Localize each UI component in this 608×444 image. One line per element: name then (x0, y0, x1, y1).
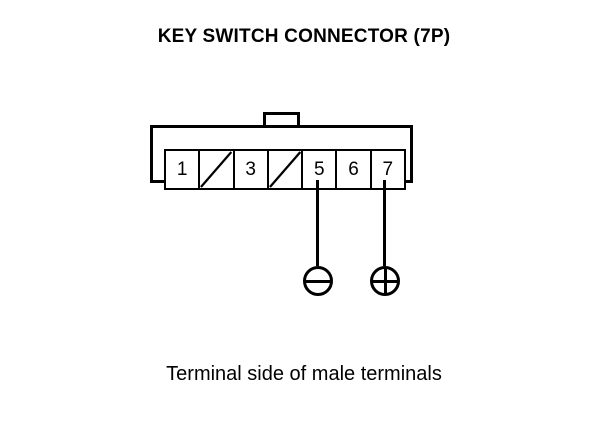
terminal-cell-4-blank (268, 151, 304, 188)
connector-assembly: 1 3 5 6 (150, 112, 413, 190)
diagonal-slash-icon (268, 151, 302, 188)
terminal-cell-1: 1 (166, 151, 201, 188)
terminal-cavity-row: 1 3 5 6 (164, 149, 406, 190)
minus-circle-icon (303, 266, 333, 296)
minus-bar (305, 279, 331, 283)
terminal-cell-7: 7 (371, 151, 404, 188)
plus-circle-icon (370, 266, 400, 296)
lead-line-pin-5 (316, 180, 319, 266)
connector-housing: 1 3 5 6 (150, 125, 413, 190)
terminal-cell-label: 7 (382, 159, 394, 180)
terminal-cell-2-blank (200, 151, 235, 188)
lead-line-pin-7 (383, 180, 386, 266)
diagram-caption: Terminal side of male terminals (166, 363, 442, 385)
terminal-cell-label: 1 (176, 159, 188, 180)
plus-bar-vertical (383, 268, 387, 294)
diagonal-slash-icon (200, 151, 233, 188)
terminal-cell-5: 5 (303, 151, 338, 188)
terminal-cell-label: 6 (348, 159, 359, 180)
terminal-cell-label: 3 (245, 159, 256, 180)
terminal-cell-label: 5 (313, 159, 325, 180)
connector-locking-tab (263, 112, 300, 127)
page-title: KEY SWITCH CONNECTOR (7P) (157, 26, 451, 47)
terminal-cell-6: 6 (337, 151, 372, 188)
terminal-cell-3: 3 (234, 151, 269, 188)
